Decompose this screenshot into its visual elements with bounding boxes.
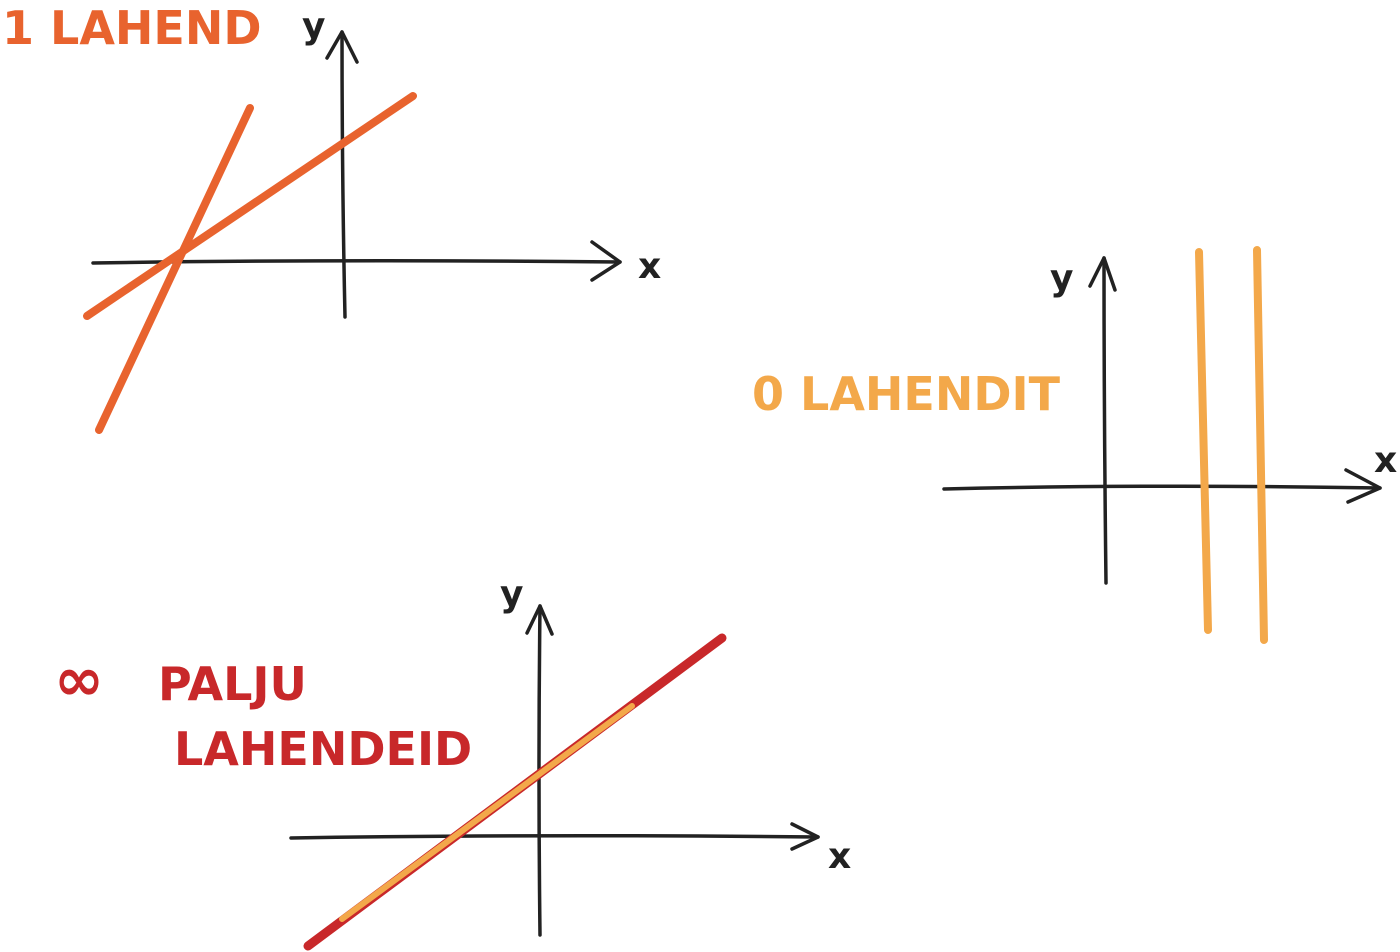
- x-axis-arrowhead-one: [590, 240, 622, 282]
- x-axis-infinite: [289, 833, 820, 840]
- line-a-one: [95, 104, 254, 434]
- y-axis-arrowhead-infinite: [525, 604, 554, 636]
- x-axis-label-infinite: x: [828, 836, 851, 877]
- title-infinite-line2: LAHENDEID: [174, 722, 472, 776]
- title-one-solution: 1 LAHEND: [2, 1, 262, 55]
- y-axis-arrowhead-one: [325, 30, 359, 64]
- panel-infinite-solutions: ∞ PALJU LAHENDEID x y: [54, 574, 851, 951]
- y-axis-zero: [1102, 256, 1108, 585]
- title-infinite-line1: PALJU: [158, 657, 307, 711]
- x-axis-zero: [942, 484, 1382, 491]
- x-axis-label-zero: x: [1374, 440, 1397, 481]
- title-zero-solutions: 0 LAHENDIT: [752, 367, 1061, 421]
- y-axis-arrowhead-zero: [1088, 256, 1117, 292]
- y-axis-label-one: y: [302, 6, 325, 47]
- x-axis-label-one: x: [638, 246, 661, 287]
- x-axis-arrowhead-zero: [1344, 468, 1382, 504]
- coincident-line-inner: [339, 703, 635, 922]
- y-axis-label-infinite: y: [500, 574, 523, 615]
- y-axis-label-zero: y: [1050, 258, 1073, 299]
- infinity-symbol: ∞: [54, 645, 104, 715]
- x-axis-arrowhead-infinite: [790, 822, 820, 851]
- panel-one-solution: 1 LAHEND x y: [2, 1, 661, 434]
- line-b-one: [83, 92, 417, 320]
- y-axis-one: [340, 30, 347, 319]
- parallel-line-a-zero: [1195, 248, 1212, 634]
- parallel-line-b-zero: [1253, 246, 1268, 644]
- panel-zero-solutions: 0 LAHENDIT x y: [752, 246, 1397, 644]
